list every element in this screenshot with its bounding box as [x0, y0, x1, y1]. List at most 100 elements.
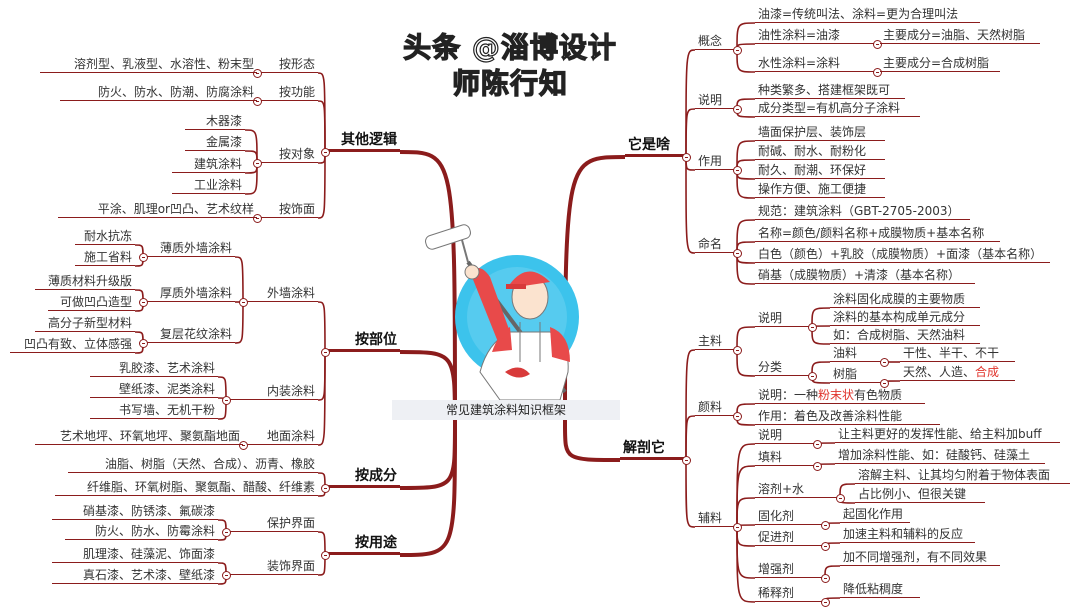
leaf-node: 木器漆: [185, 112, 245, 130]
leaf-node: 如：合成树脂、天然油料: [830, 326, 980, 344]
collapse-toggle-icon[interactable]: [221, 570, 231, 580]
branch-node: 说明: [695, 91, 737, 109]
connector-line: [736, 349, 756, 377]
painter-illustration: [425, 224, 579, 401]
branch-node: 按饰面: [257, 200, 318, 218]
text-segment: 说明：一种: [758, 388, 819, 402]
highlighted-text: 粉末状: [818, 388, 855, 402]
collapse-toggle-icon[interactable]: [138, 338, 148, 348]
collapse-toggle-icon[interactable]: [732, 411, 742, 421]
collapse-toggle-icon[interactable]: [820, 541, 830, 551]
connector-line: [685, 156, 696, 254]
collapse-toggle-icon[interactable]: [252, 213, 262, 223]
collapse-toggle-icon[interactable]: [252, 96, 262, 106]
branch-node: 内装涂料: [226, 382, 318, 400]
leaf-node: 干性、半干、不干: [900, 344, 1015, 362]
collapse-toggle-icon[interactable]: [879, 357, 889, 367]
branch-node: 分类: [755, 358, 812, 376]
leaf-node: 可做凹凸造型: [48, 293, 135, 311]
leaf-node: 薄质材料升级版: [35, 272, 135, 290]
connector-line: [244, 162, 258, 195]
collapse-toggle-icon[interactable]: [238, 297, 248, 307]
collapse-toggle-icon[interactable]: [872, 39, 882, 49]
leaf-node: 耐久、耐潮、环保好: [755, 161, 885, 179]
leaf-node: 溶剂型、乳液型、水溶性、粉末型: [40, 55, 257, 73]
collapse-toggle-icon[interactable]: [732, 104, 742, 114]
branch-node: 说明: [755, 426, 817, 444]
collapse-toggle-icon[interactable]: [138, 297, 148, 307]
leaf-node: 涂料固化成膜的主要物质: [830, 290, 980, 308]
collapse-toggle-icon[interactable]: [320, 483, 330, 493]
watermark: 头条 @淄博设计师陈行知: [403, 30, 617, 100]
collapse-toggle-icon[interactable]: [732, 165, 742, 175]
leaf-node: 硝基漆、防锈漆、氟碳漆: [52, 502, 218, 520]
collapse-toggle-icon[interactable]: [681, 455, 691, 465]
highlighted-text: 合成: [975, 365, 1000, 379]
leaf-node: 主要成分=油脂、天然树脂: [880, 26, 1040, 44]
connector-line: [399, 424, 457, 490]
branch-node: 按形态: [257, 55, 318, 73]
leaf-node: 说明：一种粉末状有色物质: [755, 386, 925, 404]
collapse-toggle-icon[interactable]: [820, 520, 830, 530]
connector-line: [685, 49, 696, 158]
collapse-toggle-icon[interactable]: [820, 573, 830, 583]
collapse-toggle-icon[interactable]: [320, 550, 330, 560]
leaf-node: 书写墙、无机干粉: [90, 401, 218, 419]
collapse-toggle-icon[interactable]: [879, 378, 889, 388]
branch-node: 说明: [755, 309, 812, 327]
collapse-toggle-icon[interactable]: [812, 439, 822, 449]
branch-node: 复层花纹涂料: [143, 325, 235, 343]
collapse-toggle-icon[interactable]: [221, 395, 231, 405]
leaf-node: 高分子新型材料: [35, 314, 135, 332]
collapse-toggle-icon[interactable]: [681, 152, 691, 162]
main-branch: 它是啥: [625, 135, 686, 157]
main-branch: 其他逻辑: [325, 130, 400, 152]
connector-line: [736, 465, 756, 528]
collapse-toggle-icon[interactable]: [807, 371, 817, 381]
collapse-toggle-icon[interactable]: [732, 345, 742, 355]
leaf-node: 规范：建筑涂料（GBT-2705-2003）: [755, 202, 970, 220]
leaf-node: 壁纸漆、泥类涂料: [90, 380, 218, 398]
branch-node: 薄质外墙涂料: [143, 239, 235, 257]
collapse-toggle-icon[interactable]: [807, 322, 817, 332]
collapse-toggle-icon[interactable]: [812, 461, 822, 471]
leaf-node: 建筑涂料: [172, 155, 245, 173]
leaf-node: 白色（颜色）+乳胶（成膜物质）+面漆（基本名称）: [755, 245, 1050, 263]
connector-line: [317, 100, 326, 153]
collapse-toggle-icon[interactable]: [820, 597, 830, 607]
connector-line: [685, 415, 696, 461]
collapse-toggle-icon[interactable]: [252, 68, 262, 78]
leaf-node: 起固化作用: [840, 505, 910, 523]
collapse-toggle-icon[interactable]: [320, 347, 330, 357]
collapse-toggle-icon[interactable]: [320, 147, 330, 157]
collapse-toggle-icon[interactable]: [221, 527, 231, 537]
collapse-toggle-icon[interactable]: [238, 440, 248, 450]
connector-line: [317, 351, 326, 446]
leaf-node: 平涂、肌理or凹凸、艺术纹样: [58, 200, 257, 218]
leaf-node: 乳胶漆、艺术涂料: [90, 359, 218, 377]
leaf-node: 耐水抗冻: [75, 227, 135, 245]
leaf-node: 名称=颜色/颜料名称+成膜物质+基本名称: [755, 224, 1000, 242]
collapse-toggle-icon[interactable]: [732, 248, 742, 258]
connector-line: [563, 424, 621, 462]
main-branch: 按用途: [325, 533, 400, 555]
leaf-node: 成分类型=有机高分子涂料: [755, 99, 920, 117]
leaf-node: 降低粘稠度: [840, 580, 920, 598]
connector-line: [736, 49, 756, 73]
branch-node: 油料: [830, 344, 884, 362]
connector-line: [399, 424, 457, 557]
leaf-node: 增加涂料性能、如：硅酸钙、硅藻土: [835, 446, 1045, 464]
collapse-toggle-icon[interactable]: [138, 252, 148, 262]
collapse-toggle-icon[interactable]: [252, 158, 262, 168]
connector-line: [736, 169, 756, 199]
branch-node: 概念: [695, 32, 737, 50]
collapse-toggle-icon[interactable]: [732, 522, 742, 532]
leaf-node: 操作方便、施工便捷: [755, 180, 885, 198]
collapse-toggle-icon[interactable]: [872, 67, 882, 77]
leaf-node: 防火、防水、防霉涂料: [65, 522, 218, 540]
branch-node: 颜料: [695, 398, 737, 416]
branch-node: 辅料: [695, 509, 737, 527]
collapse-toggle-icon[interactable]: [835, 493, 845, 503]
collapse-toggle-icon[interactable]: [732, 45, 742, 55]
connector-line: [685, 349, 696, 461]
